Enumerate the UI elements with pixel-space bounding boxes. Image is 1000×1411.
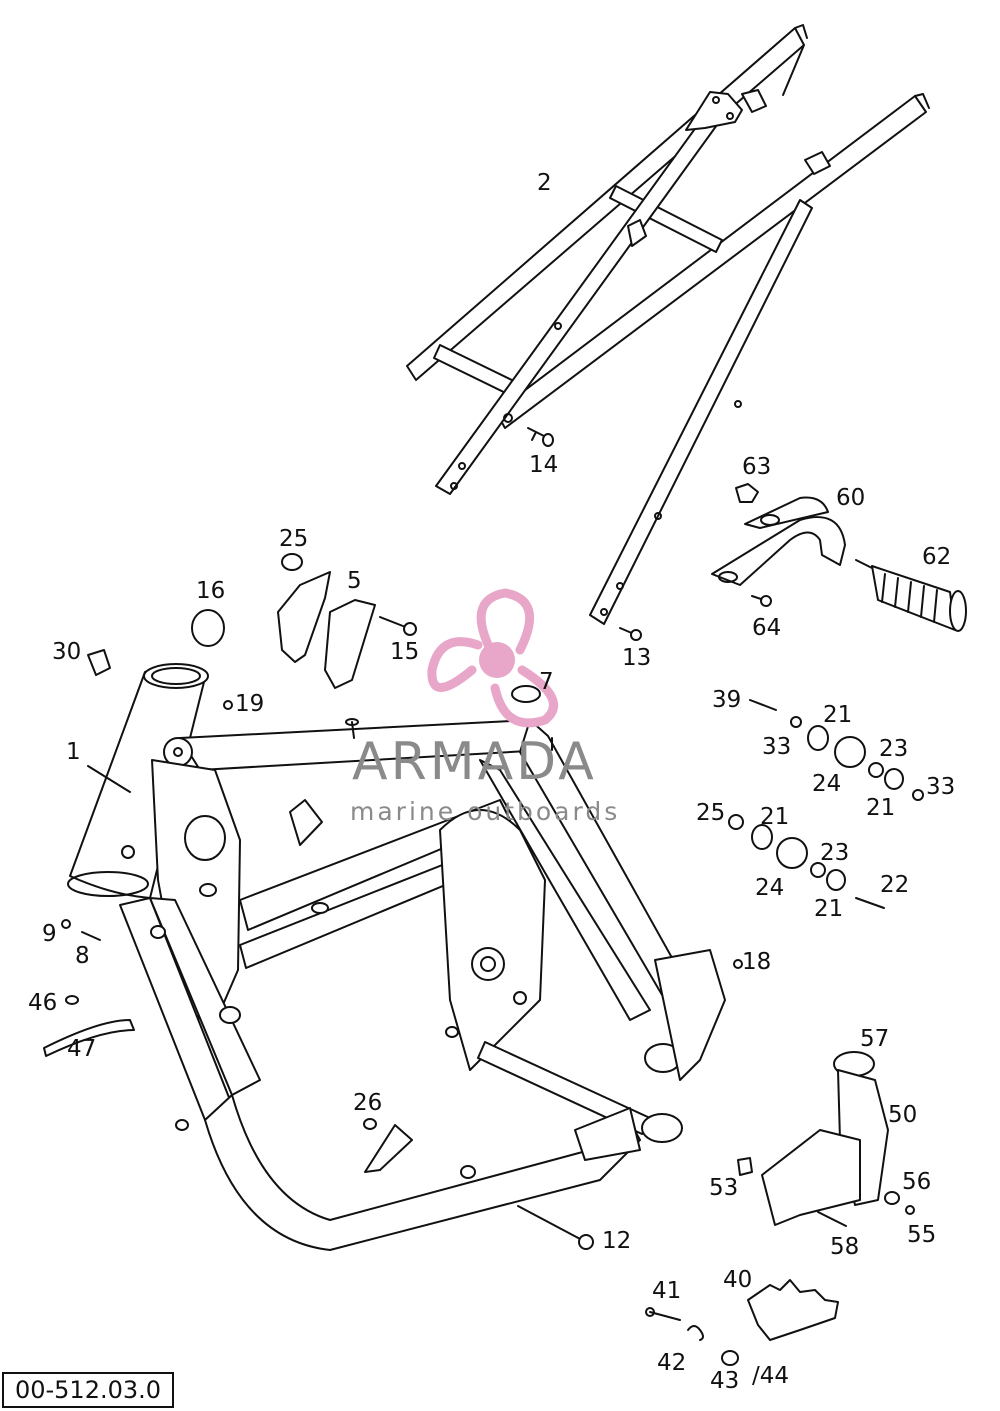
callout-57: 57 — [860, 1026, 890, 1052]
callout-33: 33 — [762, 734, 792, 760]
callout-25: 25 — [279, 526, 309, 552]
callout-12: 12 — [602, 1228, 632, 1254]
callout-7: 7 — [539, 669, 554, 695]
callout-64: 64 — [752, 615, 782, 641]
callout-21: 21 — [760, 804, 790, 830]
callout-15: 15 — [390, 639, 420, 665]
callout-43: 43 — [710, 1368, 740, 1394]
callout-24: 24 — [755, 875, 785, 901]
callout-14: 14 — [529, 452, 559, 478]
watermark-brand: ARMADA — [352, 732, 597, 792]
callout-44: /44 — [752, 1363, 790, 1389]
callout-19: 19 — [235, 691, 265, 717]
callout-13: 13 — [622, 645, 652, 671]
callout-33: 33 — [926, 774, 956, 800]
callout-18: 18 — [742, 949, 772, 975]
callout-40: 40 — [723, 1267, 753, 1293]
callout-5: 5 — [347, 568, 362, 594]
main-frame — [67, 663, 726, 1251]
callout-62: 62 — [922, 544, 952, 570]
callout-1: 1 — [66, 739, 81, 765]
small-parts — [43, 427, 967, 1366]
callout-21: 21 — [814, 896, 844, 922]
callout-21: 21 — [866, 795, 896, 821]
armada-logo-mark — [427, 588, 559, 728]
callout-60: 60 — [836, 485, 866, 511]
callout-22: 22 — [880, 872, 910, 898]
callout-9: 9 — [42, 921, 57, 947]
callout-16: 16 — [196, 578, 226, 604]
callout-23: 23 — [879, 736, 909, 762]
diagram-reference-code: 00-512.03.0 — [2, 1372, 174, 1408]
callout-30: 30 — [52, 639, 82, 665]
callout-21: 21 — [823, 702, 853, 728]
callout-24: 24 — [812, 771, 842, 797]
callout-8: 8 — [75, 943, 90, 969]
watermark-tagline: marine outboards — [350, 797, 621, 826]
callout-53: 53 — [709, 1175, 739, 1201]
callout-56: 56 — [902, 1169, 932, 1195]
callout-50: 50 — [888, 1102, 918, 1128]
callout-26: 26 — [353, 1090, 383, 1116]
callout-46: 46 — [28, 990, 58, 1016]
callout-39: 39 — [712, 687, 742, 713]
rear-subframe — [406, 24, 930, 625]
callout-23: 23 — [820, 840, 850, 866]
callout-58: 58 — [830, 1234, 860, 1260]
callout-42: 42 — [657, 1350, 687, 1376]
callout-63: 63 — [742, 454, 772, 480]
callout-47: 47 — [67, 1036, 97, 1062]
callout-55: 55 — [907, 1222, 937, 1248]
callout-25: 25 — [696, 800, 726, 826]
callout-2: 2 — [537, 170, 552, 196]
callout-41: 41 — [652, 1278, 682, 1304]
